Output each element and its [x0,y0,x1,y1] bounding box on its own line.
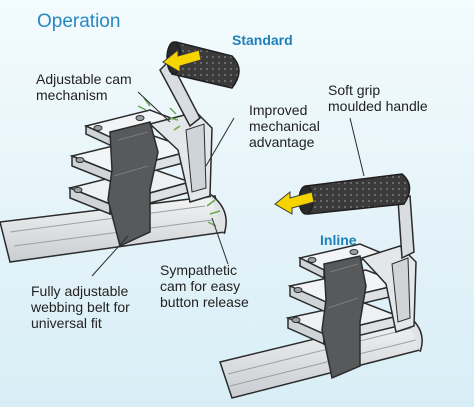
label-line: moulded handle [328,98,428,114]
standard-title: Standard [232,32,293,48]
leader-webbing [91,235,129,277]
inline-title: Inline [320,232,357,248]
label-line: Fully adjustable [31,283,129,299]
standard-assembly [0,41,240,263]
label-line: cam for easy [160,278,241,294]
label-line: universal fit [31,315,102,331]
label-line: Soft grip [328,82,381,98]
label-line: mechanical [249,118,320,134]
inline-grip-handle [305,173,411,215]
leader-soft-grip [349,117,365,177]
inline-assembly [219,173,423,399]
label-adjustable-cam: Adjustable cam mechanism [36,71,132,103]
inline-webbing-strap [321,255,367,380]
leader-adjustable-cam [137,91,171,123]
label-webbing: Fully adjustable webbing belt for univer… [31,283,130,331]
standard-arrow-icon [162,48,202,73]
label-mechanical-advantage: Improved mechanical advantage [249,102,320,150]
inline-arrow-icon [274,190,315,215]
label-line: webbing belt for [31,299,130,315]
label-line: Improved [249,102,308,118]
label-soft-grip: Soft grip moulded handle [328,82,428,114]
label-line: Sympathetic [160,262,238,278]
leader-mechanical-advantage [205,117,235,167]
label-line: advantage [249,134,315,150]
label-line: button release [160,294,249,310]
callout-leaders [91,91,365,277]
label-line: mechanism [36,87,108,103]
label-line: Adjustable cam [36,71,132,87]
label-sympathetic-cam: Sympathetic cam for easy button release [160,262,249,310]
standard-webbing-strap [107,121,159,248]
diagram-title: Operation [37,11,121,32]
leader-sympathetic-cam [211,217,229,265]
